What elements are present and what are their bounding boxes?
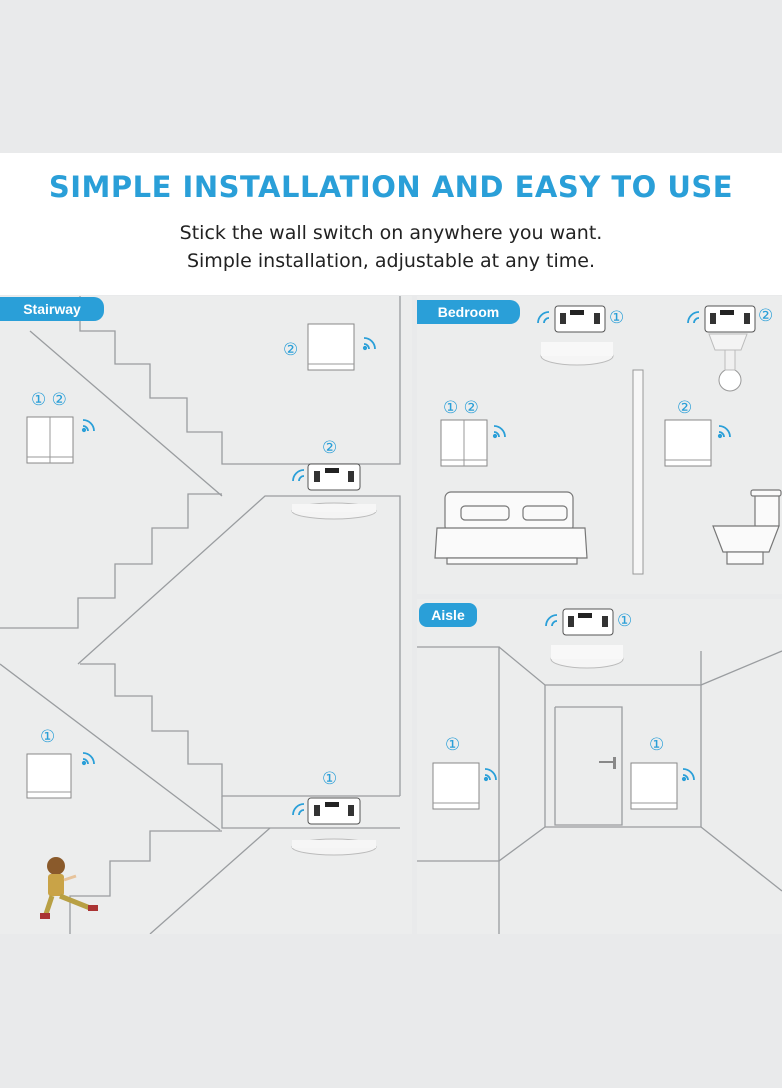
wifi-icon [545, 614, 558, 627]
stairway-switch-top [307, 323, 355, 371]
page-title: SIMPLE INSTALLATION AND EASY TO USE [48, 170, 734, 204]
wifi-icon [681, 768, 695, 782]
aisle-illustration [417, 608, 782, 934]
wifi-icon [362, 337, 376, 351]
stairway-switch-top-number: ② [283, 340, 299, 360]
bedroom-light-left-number: ① [609, 308, 625, 328]
wifi-icon [81, 419, 95, 433]
wifi-icon [483, 768, 497, 782]
wifi-icon [81, 752, 95, 766]
bedroom-illustration [434, 305, 782, 575]
subtitle-line-1: Stick the wall switch on anywhere you wa… [179, 222, 603, 244]
wifi-icon [492, 425, 506, 439]
stairway-switch-low [26, 753, 72, 799]
bedroom-light-right-number: ② [758, 306, 774, 326]
bedroom-switch-single-number: ② [677, 398, 693, 418]
wifi-icon [717, 425, 731, 439]
aisle-switch-left-number: ① [445, 735, 461, 755]
stairway-switch-low-number: ① [40, 727, 56, 747]
stairway-illustration [0, 296, 401, 934]
stairway-light-top-number: ② [322, 438, 338, 458]
wifi-icon [537, 311, 550, 324]
stairway-switch-double-numbers: ① ② [31, 390, 67, 410]
bed-icon [434, 491, 588, 565]
bedroom-label: Bedroom [417, 300, 520, 324]
stairway-receiver-low [307, 797, 361, 825]
wifi-icon [292, 469, 305, 482]
aisle-switch-right-number: ① [649, 735, 665, 755]
toilet-icon [712, 489, 782, 565]
bedroom-switch-double-numbers: ① ② [443, 398, 479, 418]
aisle-light-number: ① [617, 611, 633, 631]
bottom-background [0, 934, 782, 1088]
subtitle-line-2: Simple installation, adjustable at any t… [186, 250, 596, 272]
wifi-icon [292, 803, 305, 816]
header-banner [0, 153, 782, 295]
child-figure [40, 857, 98, 919]
stairway-panel: Stairway [0, 296, 412, 934]
stairway-light-low-number: ① [322, 769, 338, 789]
stairway-label: Stairway [0, 297, 104, 321]
bedroom-panel: Bedroom [417, 296, 782, 594]
stairway-receiver-top [307, 463, 361, 491]
aisle-label: Aisle [419, 603, 477, 627]
aisle-panel: Aisle ① ① [417, 599, 782, 934]
wifi-icon [687, 311, 700, 324]
